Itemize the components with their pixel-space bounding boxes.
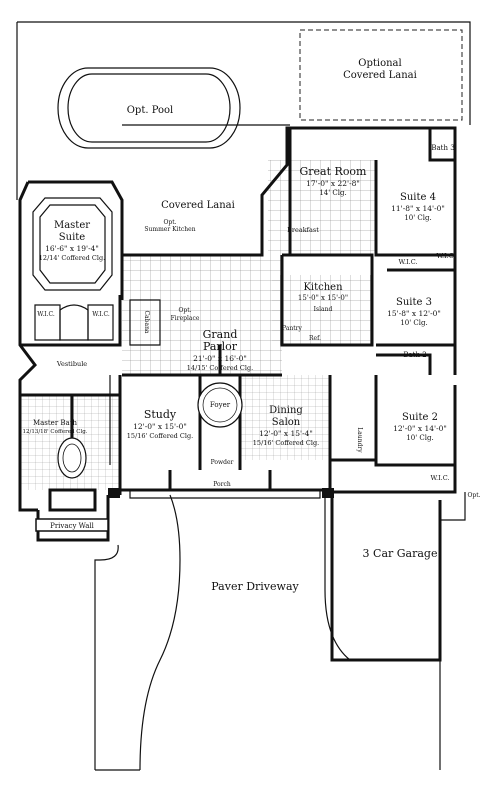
grand-parlor-ceiling: 14/15' Coffered Clg. — [187, 364, 253, 372]
interior-walls — [20, 128, 455, 490]
garage — [108, 488, 466, 662]
master-suite-ceiling: 12/14' Coffered Clg. — [39, 254, 105, 262]
driveway-label: Paver Driveway — [211, 580, 299, 593]
ref-label: Ref. — [309, 335, 321, 342]
suite2-ceiling: 10' Clg. — [406, 434, 433, 442]
suite3-ceiling: 10' Clg. — [400, 319, 427, 327]
dining-line2: Salon — [272, 417, 301, 428]
pool: Opt. Pool — [57, 67, 241, 149]
suite3-wic: W.I.C. — [436, 252, 455, 260]
summer-kitchen-line2: Summer Kitchen — [144, 226, 195, 233]
great-room-ceiling: 14' Clg. — [319, 189, 346, 197]
lot-outline — [16, 21, 471, 200]
suite2-name: Suite 2 — [402, 412, 438, 423]
garage-label: 3 Car Garage — [363, 547, 438, 560]
tile-floors — [20, 160, 376, 490]
foyer-rotunda — [197, 382, 243, 428]
suite4-wic: W.I.C. — [398, 258, 417, 266]
master-suite-line2: Suite — [59, 232, 86, 243]
great-room-name: Great Room — [300, 165, 368, 178]
suite4-name: Suite 4 — [400, 192, 436, 203]
master-bath-fixtures — [48, 437, 97, 512]
great-room-dims: 17'-0" x 22'-8" — [306, 179, 360, 188]
suite3-dims: 15'-8" x 12'-0" — [387, 309, 441, 318]
fireplace-line1: Opt. — [178, 307, 191, 314]
dining-line1: Dining — [269, 405, 303, 416]
pantry-label: Pantry — [282, 325, 302, 332]
suite2-wic: W.I.C. — [430, 474, 449, 482]
master-suite-bay — [32, 197, 113, 291]
master-closets — [34, 304, 114, 341]
grand-parlor-line1: Grand — [203, 328, 238, 341]
front-porch — [129, 470, 321, 499]
dining-dims: 12'-0" x 15'-4" — [259, 429, 313, 438]
kitchen-dims: 15'-0" x 15'-0" — [298, 294, 348, 302]
master-bath-ceiling: 12/13/18' Coffered Clg. — [22, 429, 87, 435]
grand-parlor-line2: Parlor — [203, 340, 238, 353]
island-label: Island — [314, 306, 333, 313]
cabana-label: Cabana — [143, 310, 150, 333]
suite4-ceiling: 10' Clg. — [404, 214, 431, 222]
vestibule-label: Vestibule — [56, 360, 87, 368]
summer-kitchen-line1: Opt. — [163, 219, 176, 226]
master-wic-left: W.I.C. — [37, 311, 55, 318]
breakfast-label: Breakfast — [287, 226, 319, 234]
bath3-label: Bath 3 — [431, 144, 454, 152]
master-suite-line1: Master — [54, 220, 90, 231]
master-bath-label: Master Bath — [33, 419, 78, 427]
optional-lanai-line2: Covered Lanai — [343, 70, 417, 81]
master-wic-right: W.I.C. — [92, 311, 110, 318]
covered-lanai-label: Covered Lanai — [161, 200, 235, 211]
opt-marker: Opt. — [467, 492, 480, 499]
powder-label: Powder — [211, 459, 234, 466]
optional-lanai-line1: Optional — [358, 58, 401, 69]
laundry-label: Laundry — [356, 427, 363, 453]
master-suite-dims: 16'-6" x 19'-4" — [45, 244, 99, 253]
room-labels: Optional Covered Lanai Great Room 17'-0"… — [22, 58, 480, 593]
suite3-name: Suite 3 — [396, 297, 432, 308]
dining-ceiling: 15/16' Coffered Clg. — [253, 439, 319, 447]
study-dims: 12'-0" x 15'-0" — [133, 422, 187, 431]
driveway — [94, 494, 441, 771]
suite4-dims: 11'-8" x 14'-0" — [391, 204, 445, 213]
bath2-label: Bath 2 — [403, 351, 426, 359]
study-name: Study — [144, 408, 177, 421]
fireplace-line2: Fireplace — [171, 315, 200, 322]
pool-label: Opt. Pool — [127, 105, 174, 116]
grand-parlor-dims: 21'-0" x 16'-0" — [193, 354, 247, 363]
foyer-label: Foyer — [210, 401, 231, 409]
porch-label: Porch — [213, 481, 231, 488]
study-ceiling: 15/16' Coffered Clg. — [127, 432, 193, 440]
kitchen-name: Kitchen — [303, 282, 343, 293]
privacy-wall-label: Privacy Wall — [50, 522, 95, 530]
suite2-dims: 12'-0" x 14'-0" — [393, 424, 447, 433]
